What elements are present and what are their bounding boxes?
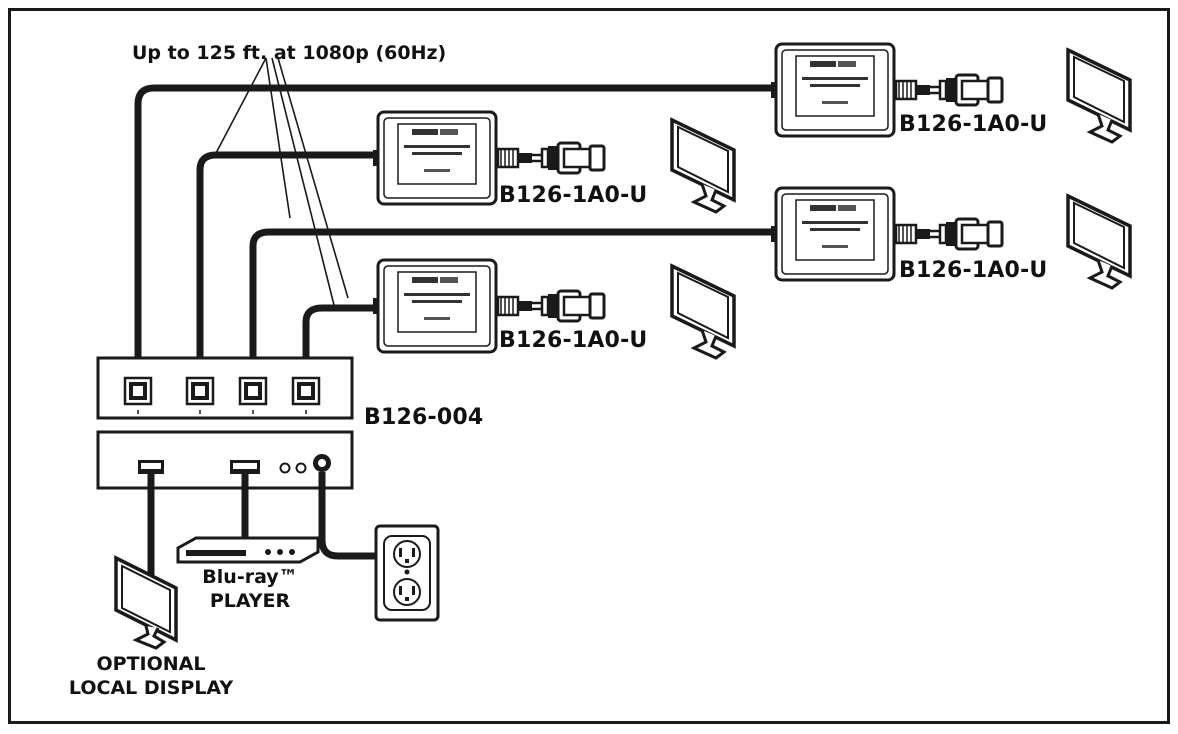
splitter-front-panel	[96, 356, 354, 420]
distance-label: Up to 125 ft. at 1080p (60Hz)	[132, 42, 447, 64]
splitter-model-label: B126-004	[364, 405, 484, 430]
receiver-model-label: B126-1A0-U	[899, 112, 1048, 137]
distance-callout	[214, 57, 349, 306]
cable-4	[302, 304, 376, 380]
wall-outlet-icon	[374, 524, 440, 622]
receiver-model-label: B126-1A0-U	[499, 183, 648, 208]
source-label-line1: Blu-ray™	[202, 566, 298, 588]
cable-3	[249, 228, 776, 380]
local-display-label-line2: LOCAL DISPLAY	[68, 677, 234, 699]
receiver-model-label: B126-1A0-U	[499, 328, 648, 353]
local-display-label-line1: OPTIONAL	[96, 653, 206, 675]
cable-2	[196, 151, 376, 380]
power-cable	[318, 472, 404, 560]
cat-cables	[134, 84, 776, 380]
source-label-line2: PLAYER	[209, 590, 291, 612]
local-display-icon	[114, 555, 178, 650]
splitter-back-panel	[96, 430, 354, 490]
cable-1	[134, 84, 776, 380]
diagram-frame	[8, 8, 1170, 724]
receiver-model-label: B126-1A0-U	[899, 258, 1048, 283]
bluray-player-icon	[176, 536, 320, 564]
